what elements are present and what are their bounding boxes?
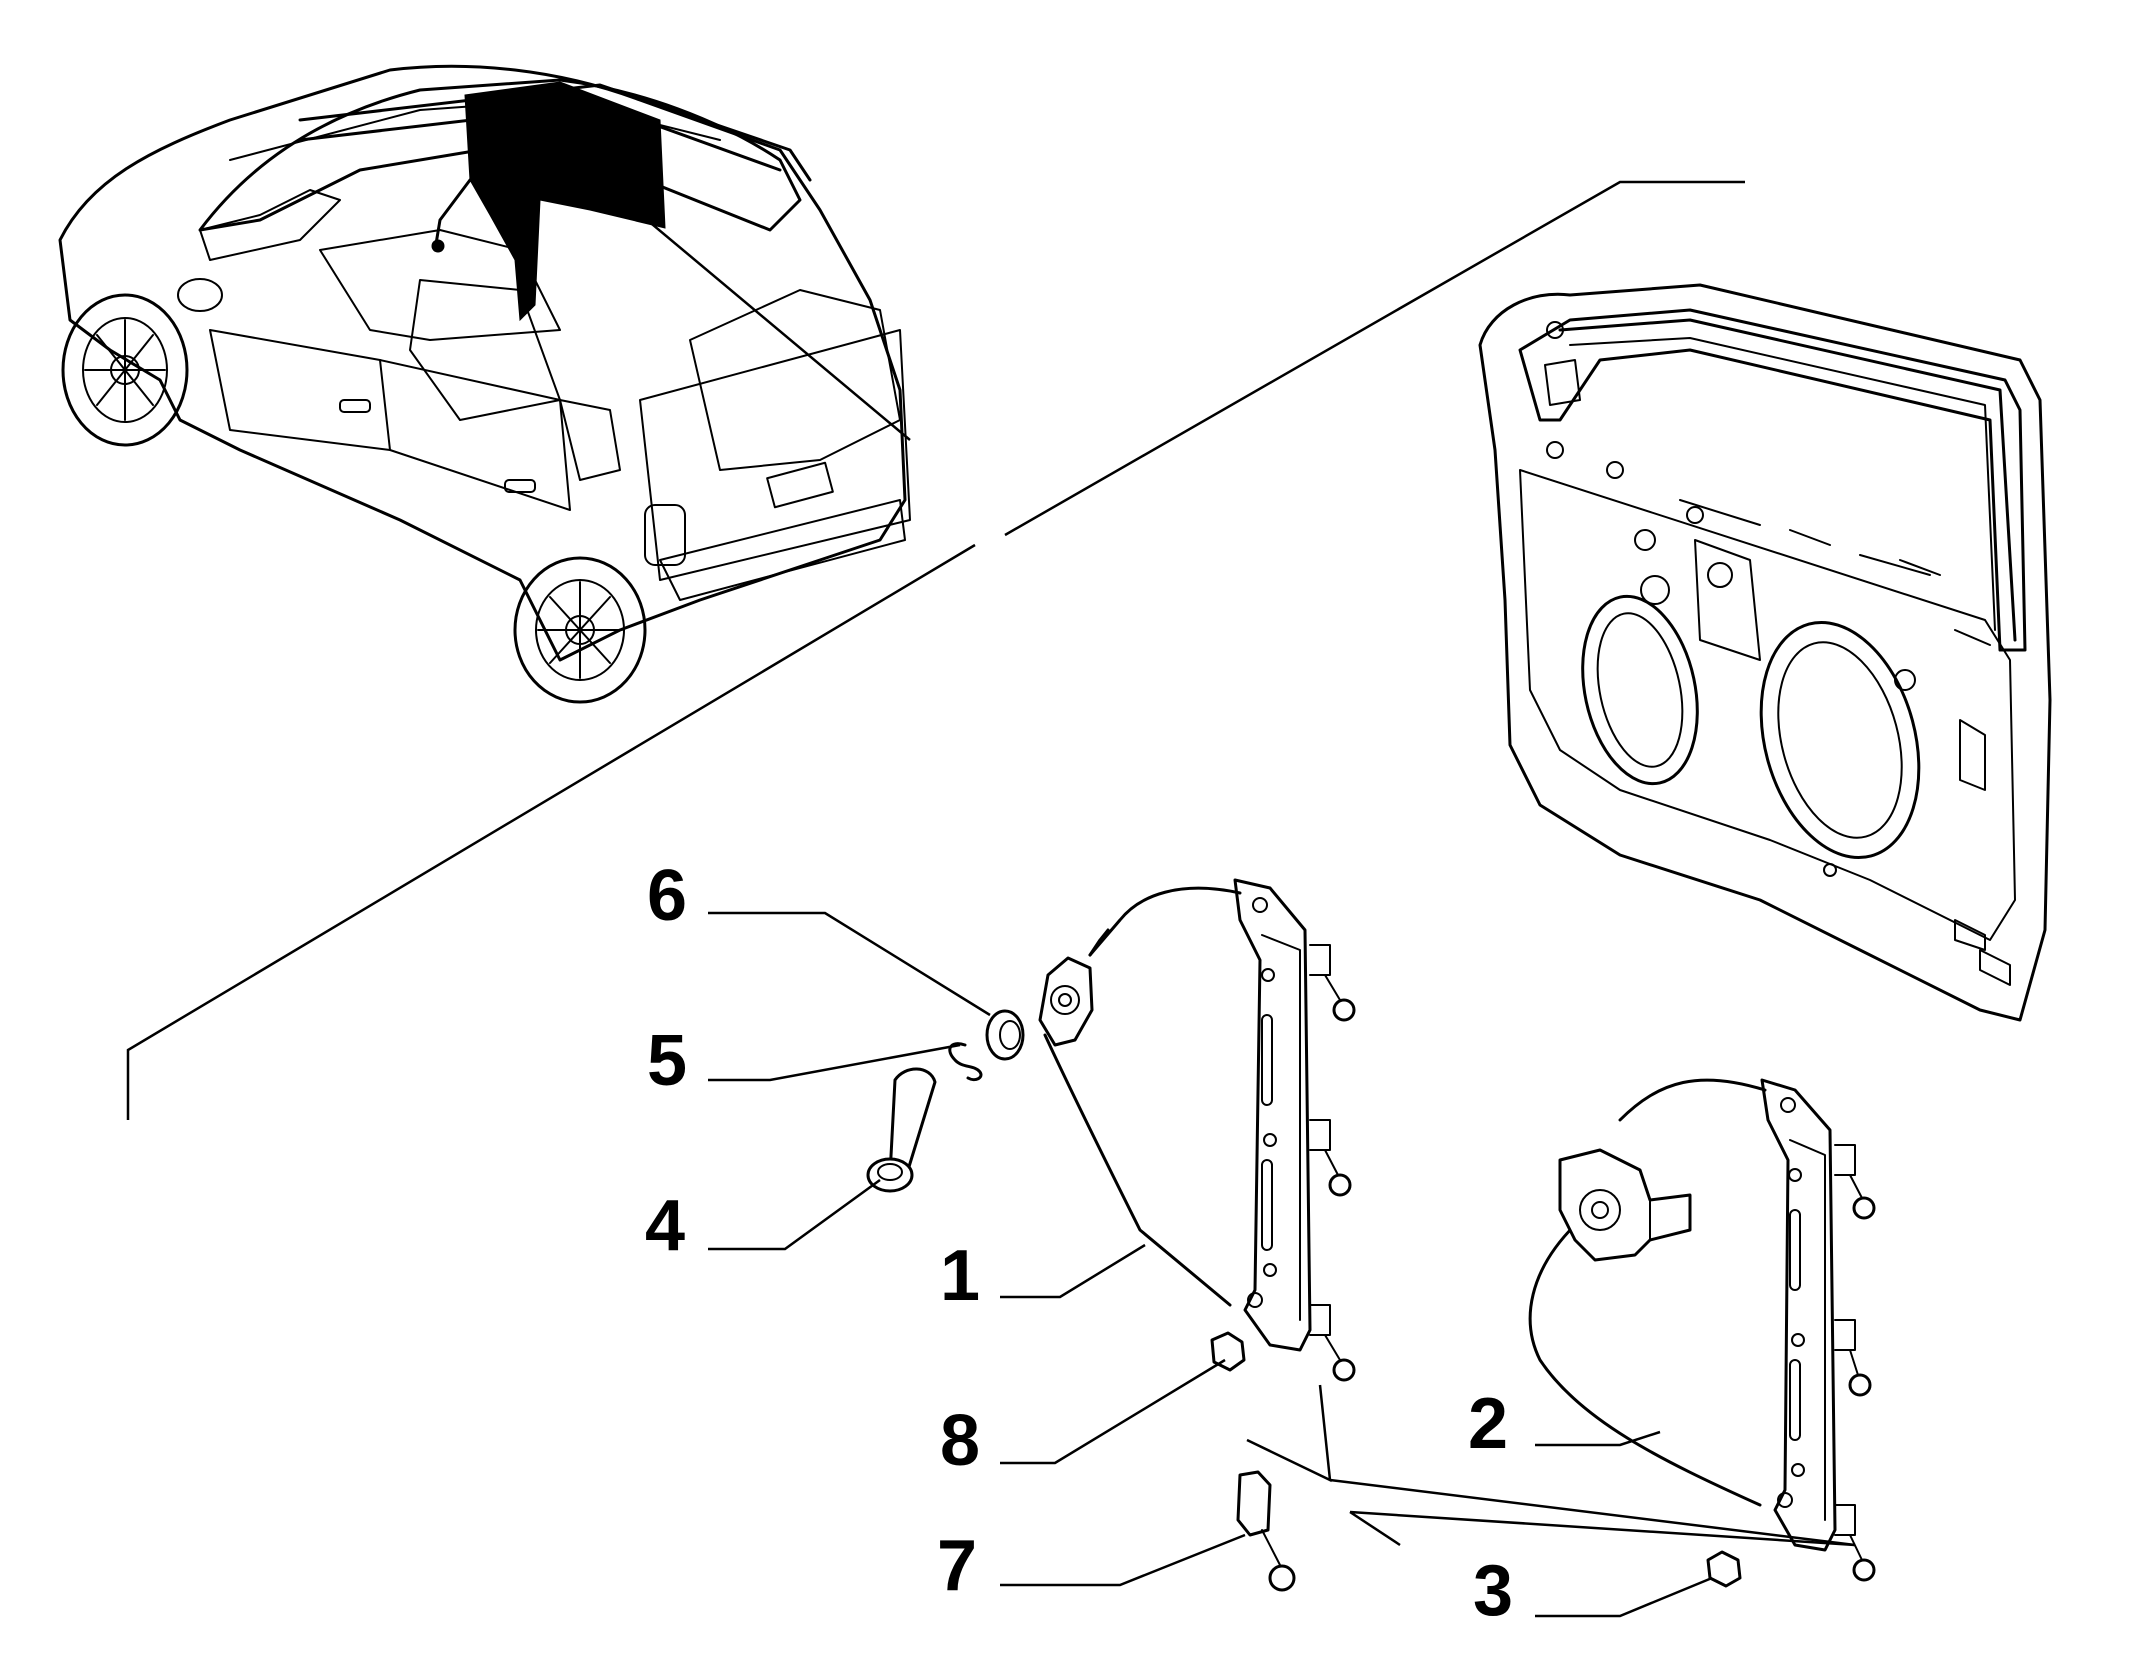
front-wheel (61, 293, 189, 447)
pointer-lines (1246, 1384, 1856, 1547)
manual-window-regulator (1038, 878, 1356, 1382)
callout-1: 1 (940, 1236, 980, 1316)
guide-line-car-to-door (1004, 180, 1745, 537)
callout-leaders (708, 911, 1713, 1618)
hex-nut-3 (1706, 1550, 1742, 1588)
rear-wheel (513, 556, 647, 704)
bushing (985, 1009, 1025, 1061)
mounting-bracket (1236, 1470, 1296, 1592)
hex-nut-8 (1210, 1331, 1246, 1372)
callout-2: 2 (1468, 1384, 1508, 1464)
callout-7: 7 (937, 1526, 977, 1606)
door-shell-illustration (1478, 283, 2052, 1022)
callout-3: 3 (1473, 1551, 1513, 1631)
car-illustration (58, 64, 911, 704)
callout-6: 6 (647, 856, 687, 936)
electric-window-regulator (1528, 1078, 1876, 1582)
callout-labels: 1 2 3 4 5 6 7 8 (645, 856, 1513, 1631)
guide-line-car-to-parts (126, 543, 976, 1120)
highlighted-regulator-area (464, 81, 666, 322)
callout-8: 8 (940, 1401, 980, 1481)
callout-4: 4 (645, 1186, 685, 1266)
window-crank-handle (866, 1067, 937, 1193)
retaining-clip (948, 1042, 983, 1082)
callout-5: 5 (647, 1021, 687, 1101)
